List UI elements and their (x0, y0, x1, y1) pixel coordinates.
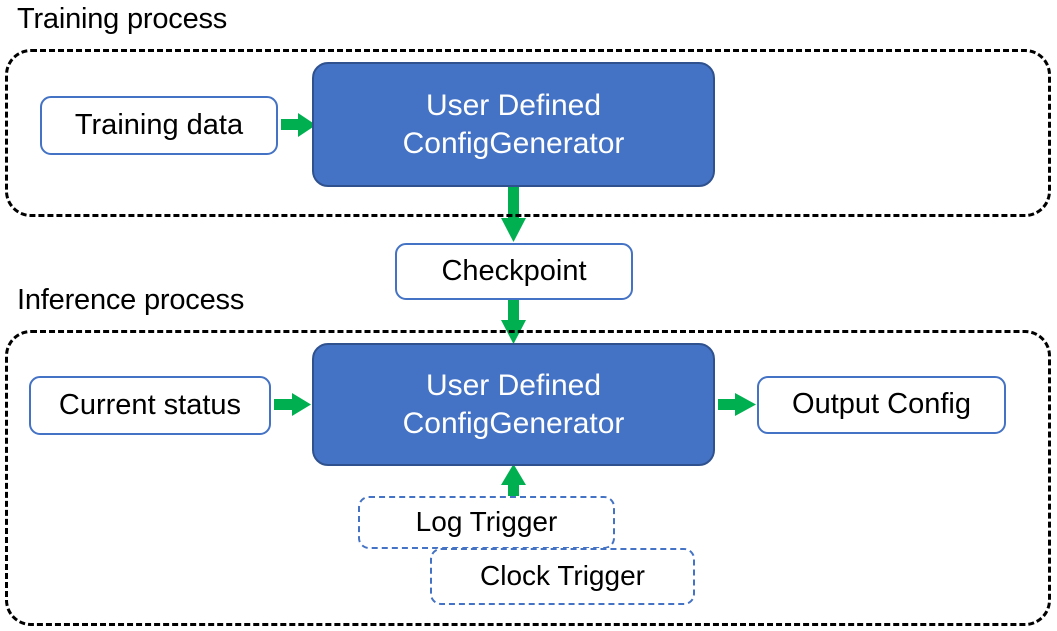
node-inference-config-generator[interactable]: User Defined ConfigGenerator (312, 343, 715, 466)
section-title-training: Training process (17, 3, 228, 35)
node-log-trigger-label: Log Trigger (415, 506, 558, 538)
node-current-status-label: Current status (58, 388, 242, 421)
node-log-trigger[interactable]: Log Trigger (358, 496, 615, 549)
node-inference-config-generator-label-line2: ConfigGenerator (402, 406, 625, 440)
node-clock-trigger-label: Clock Trigger (480, 560, 645, 592)
node-training-config-generator-label-line2: ConfigGenerator (402, 126, 625, 160)
node-training-config-generator-label-line1: User Defined (425, 88, 602, 122)
training-process-container (5, 49, 1051, 217)
node-output-config-label: Output Config (792, 388, 971, 421)
node-inference-config-generator-label-line1: User Defined (425, 368, 602, 402)
node-clock-trigger[interactable]: Clock Trigger (430, 548, 695, 605)
node-checkpoint[interactable]: Checkpoint (395, 243, 633, 300)
node-training-config-generator[interactable]: User Defined ConfigGenerator (312, 62, 715, 187)
node-training-data-label: Training data (74, 108, 244, 141)
node-output-config[interactable]: Output Config (757, 376, 1006, 434)
node-current-status[interactable]: Current status (29, 376, 271, 435)
section-title-inference: Inference process (17, 284, 245, 316)
inference-process-container (5, 330, 1051, 626)
node-checkpoint-label: Checkpoint (441, 254, 587, 287)
node-training-data[interactable]: Training data (40, 96, 278, 155)
